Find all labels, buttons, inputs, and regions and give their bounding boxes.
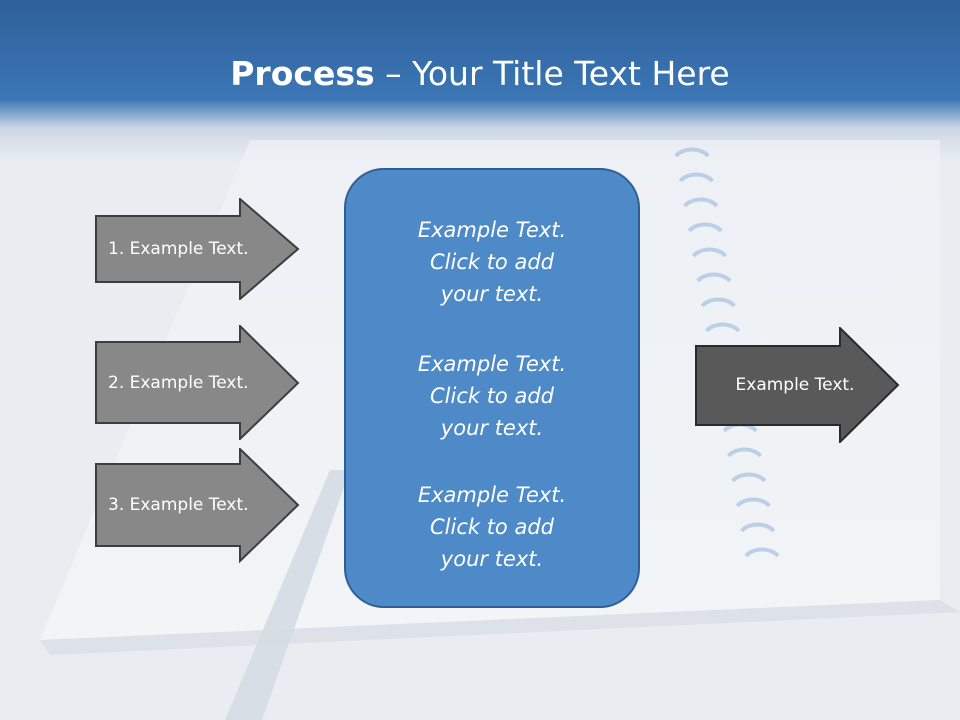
spiral-ring: [696, 272, 732, 283]
spiral-ring: [705, 322, 741, 333]
center-text-box[interactable]: Example Text. Click to add your text. Ex…: [344, 168, 640, 608]
left-arrow-2-label: 2. Example Text.: [108, 372, 249, 393]
block-3-line-1: Example Text.: [417, 483, 567, 507]
block-1-line-1: Example Text.: [417, 218, 567, 242]
block-2-line-2: Click to add: [429, 384, 554, 408]
right-arrow-shape: [695, 327, 900, 443]
spiral-ring: [691, 247, 728, 258]
title-rest: – Your Title Text Here: [374, 54, 730, 93]
spiral-ring: [683, 197, 719, 208]
left-arrow-2: 2. Example Text.: [95, 325, 300, 440]
left-arrow-3: 3. Example Text.: [95, 448, 300, 563]
title-bold: Process: [230, 54, 375, 93]
center-text-block-3: Example Text. Click to add your text.: [346, 479, 638, 575]
center-text-block-1: Example Text. Click to add your text.: [346, 214, 638, 310]
block-3-line-2: Click to add: [429, 515, 554, 539]
spiral-ring: [674, 147, 710, 158]
left-arrow-2-shape: [95, 325, 300, 440]
left-arrow-3-label: 3. Example Text.: [108, 494, 249, 515]
spiral-ring: [735, 497, 771, 508]
left-arrow-1-label: 1. Example Text.: [108, 239, 249, 259]
spiral-ring: [700, 297, 736, 308]
left-arrow-1: 1. Example Text.: [95, 198, 300, 300]
block-3-line-3: your text.: [440, 547, 544, 571]
block-1-line-3: your text.: [440, 282, 544, 306]
left-arrow-3-shape: [95, 448, 300, 563]
right-arrow: Example Text.: [695, 327, 900, 443]
block-1-line-2: Click to add: [429, 250, 554, 274]
center-text-block-2: Example Text. Click to add your text.: [346, 348, 638, 444]
spiral-ring: [726, 447, 763, 458]
spiral-ring: [687, 222, 723, 233]
header-banner: [0, 0, 960, 160]
right-arrow-label: Example Text.: [735, 375, 855, 395]
spiral-ring: [731, 472, 767, 483]
block-2-line-1: Example Text.: [417, 352, 567, 376]
page-title: Process – Your Title Text Here: [0, 52, 960, 96]
spiral-ring: [740, 522, 776, 533]
spiral-ring: [678, 172, 714, 183]
block-2-line-3: your text.: [440, 416, 544, 440]
spiral-ring: [744, 547, 780, 558]
left-arrow-1-shape: [95, 198, 300, 300]
